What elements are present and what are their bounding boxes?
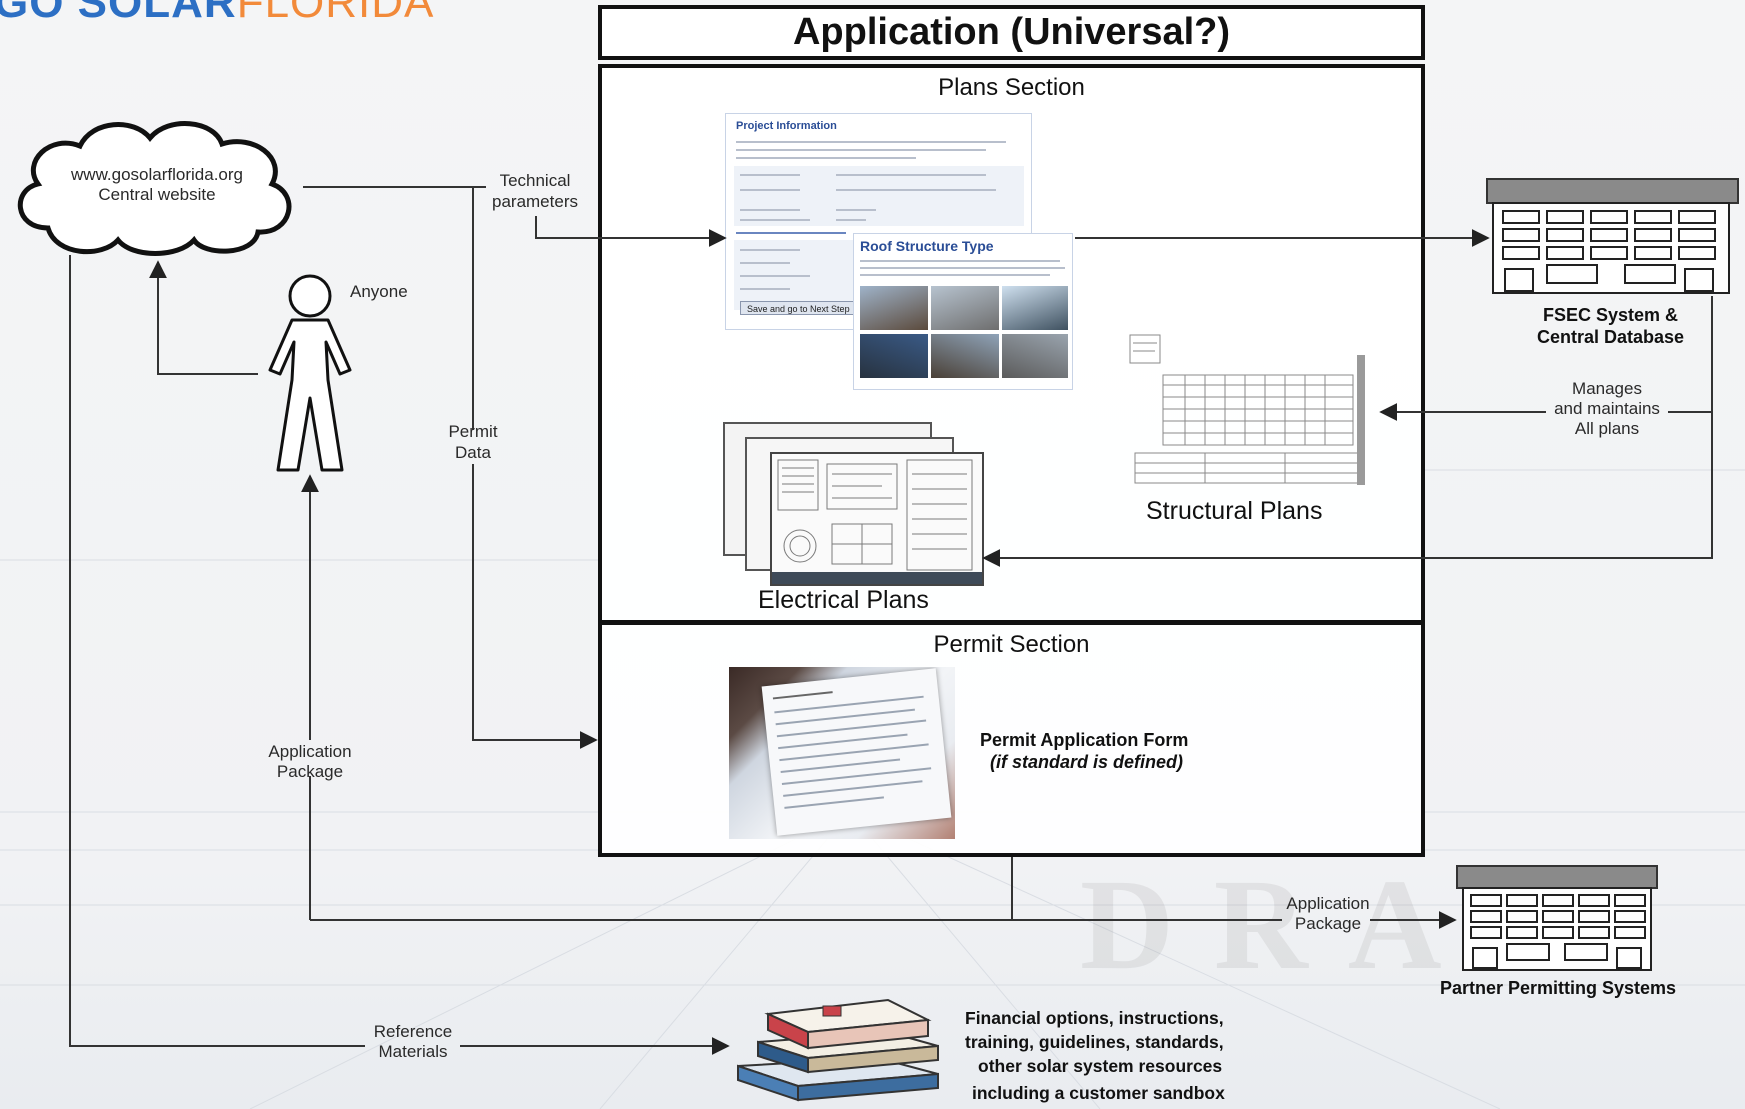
draft-watermark: DRA (1080, 853, 1482, 997)
reference-materials-label-line1: Reference (373, 1022, 453, 1041)
manages-label-line3: All plans (1574, 419, 1640, 438)
app-package-right-label-line2: Package (1294, 914, 1362, 933)
app-package-left-label-line1: Application (268, 742, 352, 761)
website-cloud-icon (17, 121, 292, 256)
person-label: Anyone (350, 282, 408, 301)
permit-data-label-line1: Permit (448, 422, 498, 441)
permit-data-label-line2: Data (455, 443, 491, 462)
partner-label: Partner Permitting Systems (1439, 978, 1677, 998)
edge-person-to-cloud (149, 260, 258, 375)
reference-materials-label-line2: Materials (378, 1042, 448, 1061)
website-description-label: Central website (98, 185, 216, 204)
technical-parameters-label-line1: Technical (499, 171, 571, 190)
permit-form-note: (if standard is defined) (990, 752, 1184, 772)
edge-fsec-down (1668, 296, 1713, 413)
electrical-plans-caption: Electrical Plans (758, 586, 929, 614)
structural-plans-drawing (1125, 325, 1377, 490)
electrical-plan-sheet-front (770, 452, 984, 586)
application-title: Application (Universal?) (598, 5, 1425, 60)
technical-parameters-label-line2: parameters (492, 192, 578, 211)
app-package-right-label-line1: Application (1286, 894, 1370, 913)
edge-permit-data-to-permit (472, 464, 598, 749)
permit-application-form-label: Permit Application Form (980, 730, 1189, 750)
plans-section-title: Plans Section (938, 74, 1085, 101)
edge-fsec-to-electrical (982, 412, 1713, 567)
manages-label-line2: and maintains (1554, 399, 1660, 418)
website-url-label: www.gosolarflorida.org (71, 165, 243, 184)
edge-cloud-to-reference (69, 255, 365, 1047)
resources-line3: other solar system resources (978, 1056, 1223, 1076)
permit-form-photo (729, 667, 955, 839)
fsec-label-line1: FSEC System & (1542, 305, 1679, 325)
fsec-building-icon (1486, 178, 1739, 294)
permit-section-title: Permit Section (933, 631, 1090, 658)
structural-plans-caption: Structural Plans (1146, 497, 1323, 525)
logo-part2: FLORIDA (236, 0, 435, 27)
manages-label-line1: Manages (1572, 379, 1642, 398)
person-icon (268, 274, 352, 472)
fsec-label-line2: Central Database (1536, 327, 1685, 347)
resources-line4: including a customer sandbox (972, 1083, 1225, 1103)
books-icon (737, 998, 939, 1102)
gosolar-logo: GO SOLARFLORIDA (0, 0, 434, 28)
partner-building-icon (1456, 865, 1658, 971)
edge-technical-to-plans (535, 216, 727, 247)
roof-structure-heading: Roof Structure Type (860, 238, 994, 254)
roof-structure-screenshot: Roof Structure Type (853, 233, 1073, 390)
logo-part1: GO SOLAR (0, 0, 237, 27)
app-package-left-label-line2: Package (276, 762, 344, 781)
edge-app-box-to-left (310, 857, 1013, 921)
project-information-heading: Project Information (736, 120, 837, 132)
save-next-step-button: Save and go to Next Step (740, 301, 860, 315)
resources-line1: Financial options, instructions, (965, 1008, 1224, 1028)
resources-line2: training, guidelines, standards, (965, 1032, 1224, 1052)
